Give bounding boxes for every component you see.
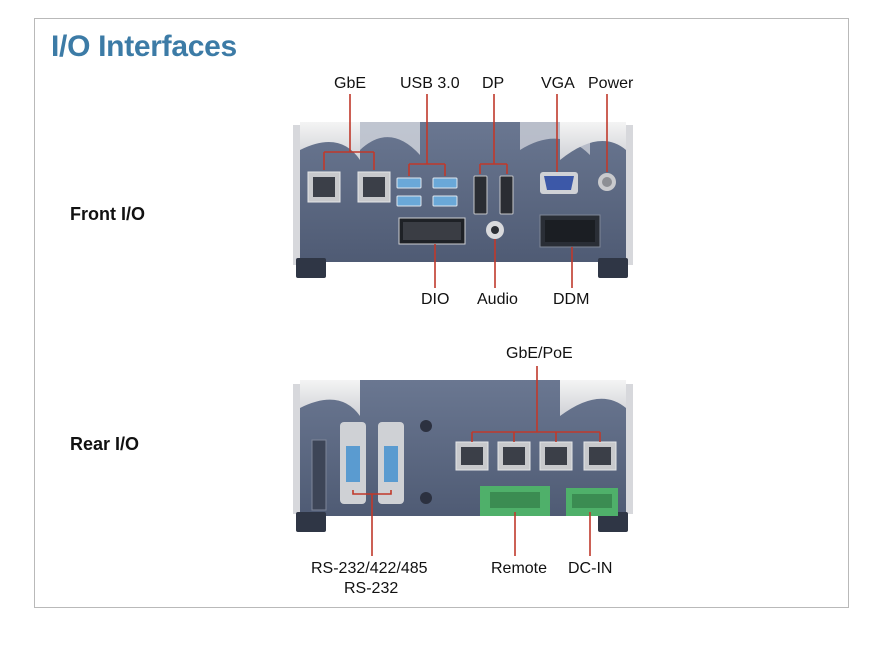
front-usb-ports	[396, 177, 458, 207]
label-usb: USB 3.0	[400, 75, 460, 92]
front-audio-jack	[486, 221, 504, 239]
label-gbe: GbE	[334, 75, 367, 92]
label-gbe-poe: GbE/PoE	[506, 345, 573, 362]
front-left-fins	[293, 125, 303, 265]
front-panel-image	[293, 122, 633, 278]
rear-panel-image	[293, 380, 633, 532]
rear-callouts	[352, 366, 601, 556]
front-callouts	[323, 94, 608, 288]
rear-dcin-connector	[566, 488, 618, 516]
label-power: Power	[588, 75, 634, 92]
rear-com-ports	[340, 422, 404, 504]
front-dp-ports	[473, 175, 514, 215]
front-dio-connector	[398, 217, 466, 245]
front-power-button	[598, 173, 616, 191]
front-gbe-ports	[307, 171, 391, 203]
front-right-fins	[623, 125, 633, 265]
label-dp: DP	[482, 75, 505, 92]
rear-gbe-poe-ports	[455, 441, 617, 471]
label-rs-line1: RS-232/422/485	[311, 560, 428, 577]
content-frame	[34, 18, 849, 608]
label-rs-line2: RS-232	[344, 580, 399, 597]
front-ddm-display	[539, 214, 601, 248]
label-dcin: DC-IN	[568, 560, 613, 577]
front-vga-port	[540, 172, 578, 194]
label-ddm: DDM	[553, 291, 590, 308]
rear-remote-connector	[480, 486, 550, 516]
front-io-label: Front I/O	[70, 204, 145, 224]
rear-io-label: Rear I/O	[70, 434, 140, 454]
label-audio: Audio	[477, 291, 518, 308]
label-dio: DIO	[421, 291, 450, 308]
label-vga: VGA	[541, 75, 575, 92]
page-title: I/O Interfaces	[51, 30, 237, 63]
label-remote: Remote	[491, 560, 548, 577]
